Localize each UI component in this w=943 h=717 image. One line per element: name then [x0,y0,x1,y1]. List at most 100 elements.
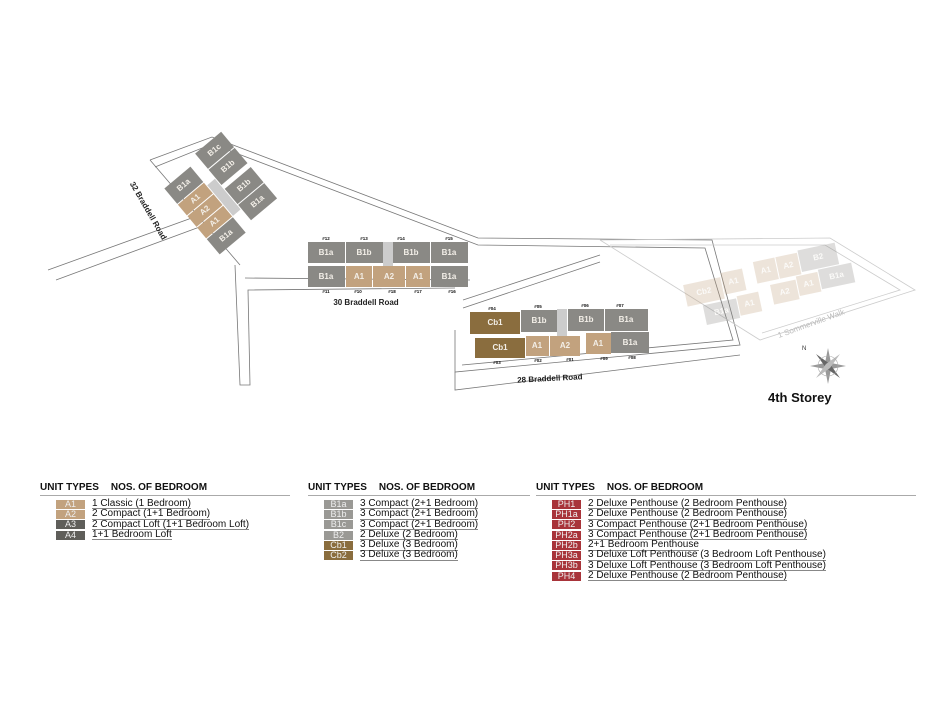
unit-number: #01 [566,357,574,362]
unit-type-description: 2 Deluxe Penthouse (2 Bedroom Penthouse) [588,508,788,520]
unit-block [373,266,405,287]
legend-header-bedroom: NOS. OF BEDROOM [378,482,476,493]
unit-block [526,336,549,356]
unit-label: B2 [812,251,824,262]
unit-label: B1b [356,248,371,257]
legend-header-bedroom: NOS. OF BEDROOM [606,482,704,493]
unit-type-description: 3 Compact (2+1 Bedroom) [360,518,479,530]
unit-label: A1 [532,341,543,350]
unit-block [195,131,235,169]
unit-label: B1a [623,338,638,347]
unit-label: Cb2 [696,285,713,297]
unit-label: A2 [384,272,395,281]
unit-block [308,242,345,263]
unit-number: #07 [616,303,624,308]
unit-label: Cb1 [487,318,503,327]
unit-block [308,266,345,287]
unit-label: A1 [760,265,772,276]
unit-block [206,217,246,255]
unit-number: #05 [534,304,542,309]
unit-label: A2 [779,286,791,297]
unit-label: B1a [619,315,634,324]
legend-col-c: UNIT TYPES NOS. OF BEDROOM PH1 2 Deluxe Pe… [536,482,916,582]
unit-type-description: 1 Classic (1 Bedroom) [92,497,191,510]
unit-type-description: 2 Compact (1+1 Bedroom) [92,508,211,520]
legend-item: PH2b 2+1 Bedroom Penthouse [552,539,916,551]
north-label: N [802,346,806,352]
unit-type-description: 2+1 Bedroom Penthouse [588,539,699,551]
road-label-28: 28 Braddell Road [517,372,583,384]
unit-label: A1 [727,276,739,287]
unit-type-description: 2 Deluxe Penthouse (2 Bedroom Penthouse) [588,569,788,582]
unit-label: A1 [803,278,815,289]
unit-type-swatch: A1 [56,499,85,509]
unit-type-swatch: PH2a [552,530,581,540]
unit-label: B1a [442,248,457,257]
block-28-braddell: Cb1 B1b B1b B1a Cb1 A1 A2 A1 B1a #04 #05… [470,303,649,365]
block-32-braddell: B1a A1 A2 A1 B1a B1c B1b B1b B1a [164,131,278,255]
unit-label: B1b [403,248,418,257]
unit-label: A1 [413,272,424,281]
unit-type-swatch: Cb2 [324,551,353,561]
unit-type-swatch: Cb1 [324,540,353,550]
legend-header-type: UNIT TYPES [536,482,595,493]
unit-type-swatch: PH2 [552,520,581,530]
unit-type-swatch: A2 [56,509,85,519]
unit-block [207,178,241,216]
legend-item: B1c 3 Compact (2+1 Bedroom) [324,518,530,530]
unit-type-description: 1+1 Bedroom Loft [92,528,172,541]
legend-item: A2 2 Compact (1+1 Bedroom) [56,508,290,520]
unit-type-description: 2 Compact Loft (1+1 Bedroom Loft) [92,518,250,530]
legend-header-type: UNIT TYPES [308,482,367,493]
unit-block [197,205,233,239]
unit-type-swatch: B2 [324,530,353,540]
unit-label: A1 [354,272,365,281]
unit-block [224,166,264,205]
unit-block [557,309,567,339]
unit-block [720,268,747,295]
block-sommerville: Cb2 A1 A1 A2 B2 B1a A1 A2 A1 B1a [683,242,856,325]
unit-type-swatch: PH3b [552,561,581,571]
legend-item: Cb1 3 Deluxe (3 Bedroom) [324,539,530,551]
unit-number: #10 [354,289,362,294]
road-label-30: 30 Braddell Road [333,298,398,307]
unit-block [736,291,763,316]
unit-type-swatch: PH2b [552,540,581,550]
unit-type-description: 2 Deluxe Penthouse (2 Bedroom Penthouse) [588,497,788,510]
unit-type-swatch: B1b [324,509,353,519]
road-label-32: 32 Braddell Road [128,180,169,241]
unit-block [238,183,278,221]
unit-block [683,277,725,307]
unit-block [470,312,520,334]
unit-type-swatch: A4 [56,530,85,540]
legend-item: B1b 3 Compact (2+1 Bedroom) [324,508,530,520]
unit-label: B1b [531,316,546,325]
unit-number: #12 [322,236,330,241]
unit-block [770,279,800,305]
unit-number: #17 [414,289,422,294]
unit-type-swatch: PH1 [552,499,581,509]
unit-block [521,310,557,332]
unit-type-description: 3 Deluxe (3 Bedroom) [360,539,458,551]
unit-block [187,194,223,227]
unit-number: #04 [488,306,496,311]
road-label-sommerville: 1 Sommerville Walk [777,307,847,340]
unit-block [586,333,611,354]
unit-number: #11 [322,289,330,294]
unit-label: B1a [713,305,730,317]
unit-type-swatch: B1c [324,520,353,530]
block-30-braddell: B1a B1b B1b B1a B1a A1 A2 A1 B1a #12 #13… [308,236,468,294]
unit-type-description: 3 Compact (2+1 Bedroom) [360,508,479,520]
unit-label: A1 [593,339,604,348]
legend-header-type: UNIT TYPES [40,482,99,493]
unit-number: #14 [397,236,405,241]
